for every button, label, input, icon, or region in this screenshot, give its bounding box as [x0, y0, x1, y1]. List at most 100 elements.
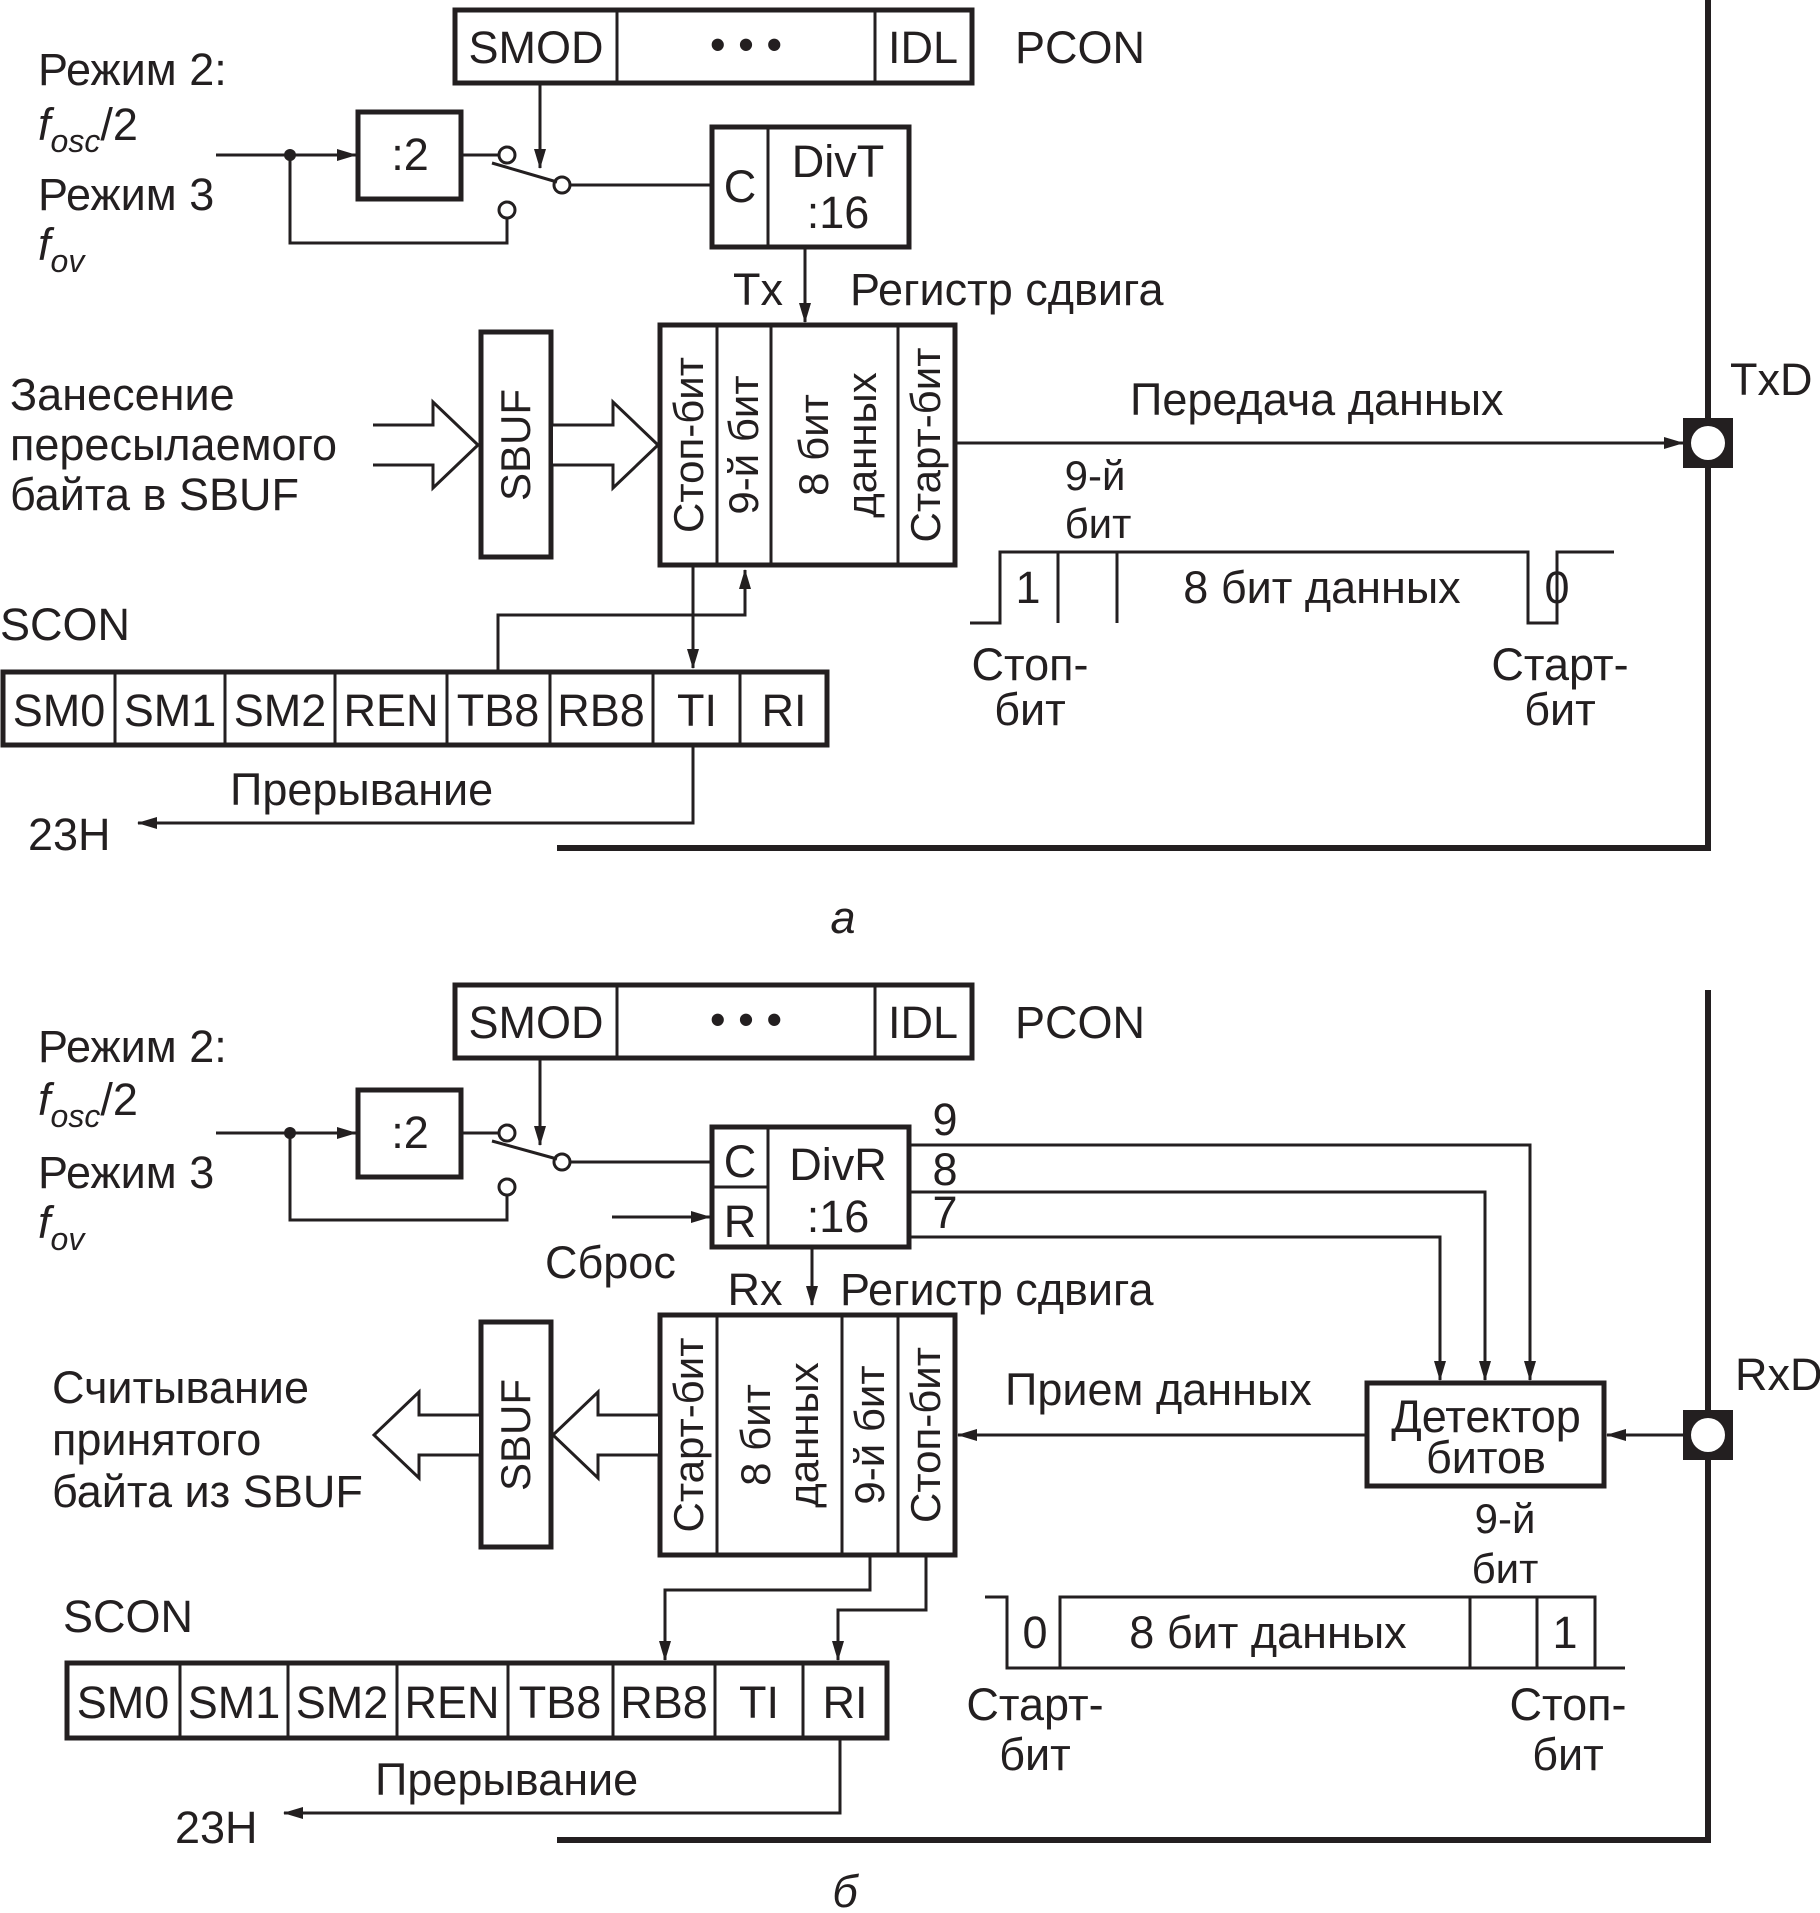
- svg-text:байта в SBUF: байта в SBUF: [10, 469, 299, 520]
- svg-text:Старт-: Старт-: [966, 1679, 1103, 1730]
- pcon-smod: SMOD: [469, 22, 604, 73]
- shift-to-sbuf-arrow: [550, 1388, 658, 1482]
- bit-detector: Детектор битов: [1364, 1380, 1607, 1489]
- svg-text::2: :2: [391, 129, 429, 180]
- svg-text:Занесение: Занесение: [10, 369, 235, 420]
- svg-text:1: 1: [1015, 562, 1040, 613]
- svg-text:8 бит данных: 8 бит данных: [1129, 1607, 1407, 1658]
- svg-text:Стоп-: Стоп-: [1510, 1679, 1627, 1730]
- shift-register-label: Регистр сдвига: [840, 1264, 1154, 1315]
- svg-text:Старт-бит: Старт-бит: [902, 348, 949, 543]
- svg-text:DivR: DivR: [789, 1139, 887, 1190]
- rx-clock-label: Rx: [728, 1264, 783, 1315]
- svg-text:REN: REN: [404, 1677, 499, 1728]
- svg-text:данных: данных: [780, 1362, 827, 1507]
- svg-text:RB8: RB8: [557, 685, 645, 736]
- svg-text:бит: бит: [999, 1729, 1071, 1780]
- svg-text:SM0: SM0: [13, 685, 106, 736]
- mode-switch: [491, 1123, 572, 1197]
- rx-shift-register: Старт-бит 8 бит данных 9-й бит Стоп-бит: [657, 1312, 958, 1558]
- txd-pin: [1683, 418, 1733, 468]
- svg-text:SM2: SM2: [234, 685, 327, 736]
- rx-sbuf: SBUF: [478, 1319, 554, 1550]
- pcon-idl: IDL: [888, 997, 958, 1048]
- interrupt-label: Прерывание: [375, 1754, 638, 1805]
- svg-text:8 бит: 8 бит: [790, 394, 837, 496]
- divider-by-2: :2: [355, 1087, 464, 1180]
- panel-a: SMOD • • • IDL PCON Режим 2: fosc/2 Режи…: [0, 0, 1813, 943]
- svg-text:байта из SBUF: байта из SBUF: [52, 1466, 363, 1517]
- svg-text:1: 1: [1552, 1607, 1577, 1658]
- svg-text:данных: данных: [838, 372, 885, 517]
- shift-register-label: Регистр сдвига: [850, 264, 1164, 315]
- pcon-ellipsis: • • •: [710, 19, 782, 70]
- svg-text:TB8: TB8: [457, 685, 540, 736]
- transfer-label: Передача данных: [1130, 374, 1504, 425]
- interrupt-vector: 23H: [175, 1802, 258, 1853]
- read-arrow: [371, 1388, 479, 1482]
- svg-text:Стоп-бит: Стоп-бит: [902, 1347, 949, 1523]
- svg-text:DivT: DivT: [792, 136, 884, 187]
- svg-text:TI: TI: [677, 685, 717, 736]
- pcon-register: SMOD • • • IDL: [452, 982, 975, 1061]
- caption-b: б: [832, 1866, 859, 1913]
- svg-text:TB8: TB8: [519, 1677, 602, 1728]
- svg-text:битов: битов: [1426, 1432, 1546, 1483]
- mode3-label: Режим 3: [38, 169, 214, 220]
- pcon-label: PCON: [1015, 22, 1145, 73]
- svg-text:R: R: [724, 1196, 757, 1247]
- mode3-label: Режим 3: [38, 1147, 214, 1198]
- svg-text:Детектор: Детектор: [1391, 1391, 1581, 1442]
- svg-text:Старт-бит: Старт-бит: [665, 1338, 712, 1533]
- svg-text::2: :2: [391, 1107, 429, 1158]
- svg-text:бит: бит: [1524, 684, 1596, 735]
- load-arrow: [373, 398, 481, 492]
- pcon-ellipsis: • • •: [710, 994, 782, 1045]
- svg-text:бит: бит: [1532, 1729, 1604, 1780]
- svg-text:RI: RI: [823, 1677, 868, 1728]
- mode3-freq: fov: [38, 219, 86, 279]
- panel-b: SMOD • • • IDL PCON Режим 2: fosc/2 Режи…: [38, 982, 1820, 1913]
- tx-clock-label: Tx: [733, 264, 783, 315]
- output-9: 9: [932, 1094, 957, 1145]
- interrupt-vector: 23H: [28, 809, 111, 860]
- tx-shift-register: Стоп-бит 9-й бит 8 бит данных Старт-бит: [657, 322, 958, 568]
- divider-by-2: :2: [355, 109, 464, 202]
- svg-text:TI: TI: [739, 1677, 779, 1728]
- svg-text:RB8: RB8: [620, 1677, 708, 1728]
- svg-text:RI: RI: [762, 685, 807, 736]
- svg-text:SBUF: SBUF: [492, 1379, 539, 1491]
- svg-text:0: 0: [1022, 1607, 1047, 1658]
- read-text: Считывание принятого байта из SBUF: [52, 1362, 363, 1517]
- rx-frame: 9-й бит 0 8 бит данных 1 Старт- бит Стоп…: [966, 1495, 1626, 1780]
- sbuf-to-shift-arrow: [553, 398, 661, 492]
- tx-frame: 9-й бит 1 8 бит данных 0 Стоп- бит Старт…: [970, 452, 1629, 735]
- txd-label: TxD: [1730, 354, 1813, 405]
- tx-sbuf: SBUF: [478, 329, 554, 560]
- svg-text:бит: бит: [1065, 500, 1132, 547]
- svg-text:бит: бит: [994, 684, 1066, 735]
- svg-text:Старт-: Старт-: [1491, 639, 1628, 690]
- scon-register: SM0 SM1 SM2 REN TB8 RB8 TI RI: [0, 669, 830, 748]
- txd-bus: [557, 0, 1711, 851]
- svg-text:бит: бит: [1472, 1545, 1539, 1592]
- load-text: Занесение пересылаемого байта в SBUF: [10, 369, 337, 520]
- scon-label: SCON: [0, 599, 130, 650]
- svg-text:9-й: 9-й: [1065, 452, 1126, 499]
- reset-label: Сброс: [545, 1237, 676, 1288]
- pcon-register: SMOD • • • IDL: [452, 7, 975, 86]
- mode2-label: Режим 2:: [38, 1021, 227, 1072]
- mode2-label: Режим 2:: [38, 44, 227, 95]
- pcon-smod: SMOD: [469, 997, 604, 1048]
- svg-text:пересылаемого: пересылаемого: [10, 419, 337, 470]
- caption-a: а: [830, 892, 855, 943]
- divr-counter: C R DivR :16: [709, 1124, 912, 1250]
- svg-text:Стоп-: Стоп-: [972, 639, 1089, 690]
- receive-label: Прием данных: [1005, 1364, 1312, 1415]
- svg-text:9-й бит: 9-й бит: [720, 375, 767, 514]
- output-8: 8: [932, 1144, 957, 1195]
- rxd-bus: [557, 990, 1711, 1843]
- svg-text:Считывание: Считывание: [52, 1362, 309, 1413]
- svg-text:SM1: SM1: [124, 685, 217, 736]
- mode2-freq: fosc/2: [38, 99, 138, 159]
